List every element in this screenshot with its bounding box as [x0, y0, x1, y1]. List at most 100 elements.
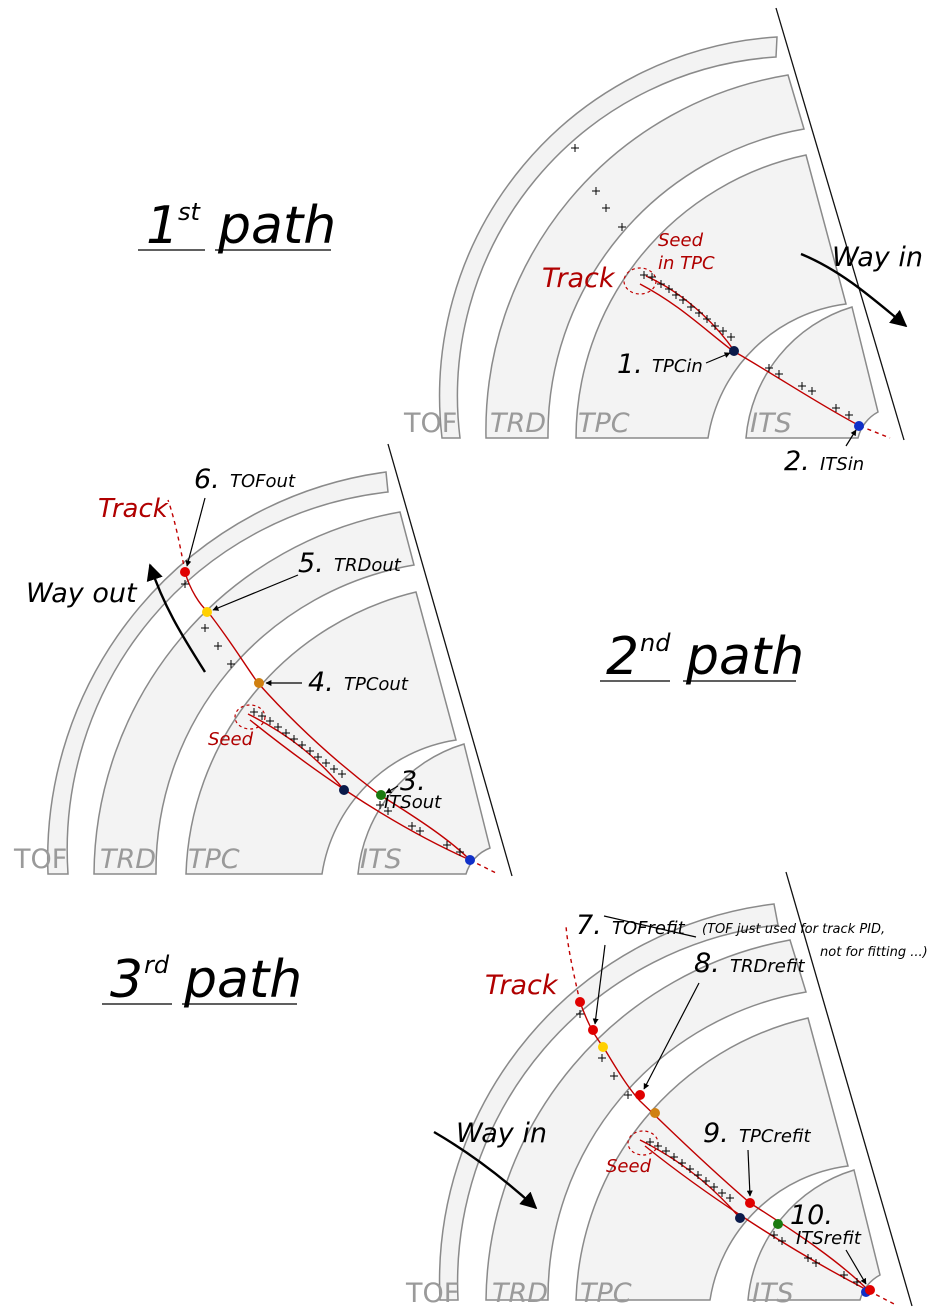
path-title: 2 nd path	[600, 627, 804, 687]
step-tpcin-arrow	[705, 352, 731, 364]
step-trdout: 5. TRDout	[212, 548, 402, 611]
step-trdout-number: 5.	[298, 548, 324, 579]
tpc-label: TPC	[188, 844, 240, 875]
track-label: Track	[98, 494, 169, 524]
step-trdrefit-arrow	[643, 982, 700, 1090]
tof-layer	[438, 36, 778, 439]
path-title-number: 3	[110, 950, 143, 1010]
trd-label: TRD	[490, 408, 546, 439]
itsin-point	[465, 855, 475, 865]
detector-layers	[46, 471, 491, 875]
trd-layer	[93, 511, 415, 875]
step-itsout-arrow	[385, 785, 399, 794]
boundary-line	[775, 7, 905, 441]
path-title-suffix: nd	[640, 629, 671, 657]
seed-ring	[234, 704, 266, 730]
itsout-point	[773, 1219, 783, 1229]
track-extension-in	[868, 1290, 897, 1306]
its-layer	[747, 1169, 881, 1301]
tof-label: TOF	[13, 844, 67, 875]
way-in-label: Way in	[456, 1118, 547, 1149]
hits	[576, 1010, 861, 1286]
step-tofrefit-name: TOFrefit	[612, 918, 686, 939]
track-points	[575, 997, 875, 1297]
detector-layers	[438, 36, 879, 439]
hit-marks	[571, 144, 853, 419]
detector-layers	[438, 903, 881, 1301]
track-label: Track	[542, 263, 616, 294]
panel-third-path: TOF TRD TPC ITS Trac	[102, 871, 928, 1308]
step-itsin-name: ITSin	[820, 454, 864, 475]
tof-point	[575, 997, 585, 1007]
step-trdout-arrow	[212, 574, 299, 611]
track-points	[180, 567, 475, 865]
path-title-number: 1	[146, 196, 179, 256]
track-label: Track	[485, 970, 559, 1001]
step-tofout-name: TOFout	[230, 471, 296, 492]
step-itsin: 2. ITSin	[784, 429, 864, 477]
way-out-label: Way out	[26, 578, 138, 609]
its-layer	[745, 306, 879, 439]
its-label: ITS	[360, 844, 402, 875]
step-tpcout-name: TPCout	[344, 674, 409, 695]
tofout-point	[180, 567, 190, 577]
step-itsout: 3. ITSout	[384, 766, 442, 813]
hit-marks	[181, 580, 464, 856]
step-tpcin: 1. TPCin	[617, 349, 731, 380]
way-in-arrow	[433, 1130, 538, 1210]
step-trdrefit-name: TRDrefit	[730, 956, 805, 977]
step-tofout-number: 6.	[194, 464, 220, 495]
path-title-word: path	[217, 196, 336, 256]
tof-label: TOF	[403, 408, 457, 439]
seed-label: Seed	[606, 1156, 652, 1177]
its-label: ITS	[752, 1278, 794, 1308]
step-trdout-name: TRDout	[334, 555, 402, 576]
tpc-label: TPC	[580, 1278, 632, 1308]
boundary-line	[387, 443, 513, 877]
track-curve-seed	[247, 713, 345, 791]
tofrefit-point	[588, 1025, 598, 1035]
tof-layer	[438, 903, 779, 1301]
tpcin-point	[729, 346, 739, 356]
step-trdrefit-number: 8.	[694, 948, 720, 979]
detector-labels: TOF TRD TPC ITS	[403, 408, 792, 439]
tpcin-point	[735, 1213, 745, 1223]
step-tofrefit: 7. TOFrefit (TOF just used for track PID…	[576, 910, 928, 1025]
hits	[571, 144, 853, 419]
trd-label: TRD	[100, 844, 156, 875]
step-tpcrefit-name: TPCrefit	[739, 1126, 812, 1147]
seed-label-line2: in TPC	[658, 253, 715, 274]
step-tpcin-name: TPCin	[652, 356, 703, 377]
step-tofrefit-number: 7.	[576, 910, 602, 941]
seed-label-line1: Seed	[658, 230, 704, 251]
step-tofrefit-strike	[603, 915, 697, 938]
step-itsin-arrow	[845, 429, 857, 447]
detector-labels: TOF TRD TPC ITS	[13, 844, 402, 875]
path-title: 3 rd path	[102, 950, 302, 1010]
tpc-layer	[575, 154, 847, 439]
trdout-point	[202, 607, 212, 617]
step-tpcout: 4. TPCout	[265, 667, 409, 698]
tpcrefit-point	[745, 1198, 755, 1208]
itsin-point	[854, 421, 864, 431]
track-points	[729, 346, 864, 431]
tof-note-line1: (TOF just used for track PID,	[702, 922, 885, 937]
path-title-suffix: rd	[144, 951, 170, 979]
step-trdrefit: 8. TRDrefit	[643, 948, 805, 1090]
tpc-layer	[185, 591, 457, 875]
trd-layer	[485, 939, 807, 1301]
track-extension-out	[167, 499, 186, 573]
step-tofrefit-arrow	[592, 944, 606, 1025]
path-title: 1 st path	[138, 196, 336, 256]
tof-layer	[46, 471, 389, 875]
step-itsout-name: ITSout	[384, 792, 442, 813]
step-tpcrefit-number: 9.	[703, 1118, 729, 1149]
trd-label: TRD	[492, 1278, 548, 1308]
tpcin-point	[339, 785, 349, 795]
step-itsrefit-name: ITSrefit	[796, 1228, 862, 1249]
its-label: ITS	[750, 408, 792, 439]
step-itsrefit-arrow	[845, 1249, 867, 1285]
seed-label: Seed	[208, 729, 254, 750]
path-title-word: path	[685, 627, 804, 687]
